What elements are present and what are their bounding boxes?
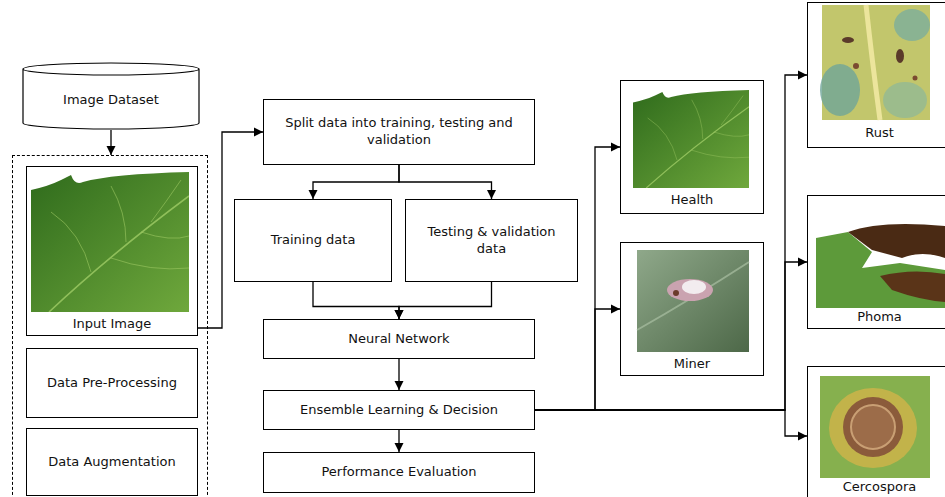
- image-caption: Cercospora: [843, 479, 917, 496]
- arrow-connector: [398, 359, 399, 390]
- arrow-connector: [535, 262, 807, 410]
- process-box: Ensemble Learning & Decision: [263, 390, 535, 430]
- arrow-connector: [535, 75, 807, 410]
- image-caption: Miner: [674, 356, 710, 373]
- image-caption: Health: [671, 192, 714, 209]
- process-box: Neural Network: [263, 319, 535, 359]
- process-box: Performance Evaluation: [263, 452, 535, 493]
- arrow-connector: [399, 282, 492, 319]
- cylinder-outline: [23, 63, 199, 129]
- box-label: Testing & validation data: [414, 224, 569, 258]
- rust-spot: [896, 49, 904, 63]
- box-label: Training data: [271, 232, 356, 249]
- box-label: Data Pre-Processing: [47, 375, 177, 392]
- leaf-patch: [820, 64, 860, 116]
- box-label: Performance Evaluation: [321, 464, 476, 481]
- class-image-box: Rust: [807, 2, 945, 148]
- lesion-halo: [829, 388, 917, 468]
- database-cylinder: Image Dataset: [22, 62, 200, 130]
- arrow-connector: [110, 130, 111, 155]
- leaf-photo: [816, 206, 945, 308]
- cercospora-lesion: [843, 397, 903, 457]
- arrow-connector: [399, 165, 492, 199]
- cercospora-lesion: [851, 405, 895, 449]
- process-box: Split data into training, testing and va…: [263, 99, 535, 165]
- phoma-lesion: [880, 271, 945, 302]
- box-label: Image Dataset: [63, 92, 159, 109]
- arrow-connector: [313, 165, 399, 199]
- dashed-group: Input ImageData Pre-ProcessingData Augme…: [12, 155, 208, 497]
- box-label: Split data into training, testing and va…: [272, 115, 526, 149]
- mine-spot: [673, 290, 679, 296]
- class-image-box: Miner: [620, 242, 764, 376]
- class-image-box: Health: [620, 80, 764, 214]
- rust-spot: [913, 76, 918, 81]
- image-caption: Rust: [865, 125, 894, 142]
- image-caption: Input Image: [73, 316, 152, 333]
- leaf-photo: [31, 172, 189, 312]
- image-caption: Phoma: [857, 309, 902, 326]
- arrow-connector: [398, 430, 399, 452]
- box-label: Data Augmentation: [48, 454, 175, 471]
- mine-lesion: [667, 279, 713, 301]
- data-box: Training data: [234, 199, 392, 282]
- leaf-patch: [894, 9, 930, 41]
- process-box: Data Augmentation: [26, 428, 198, 496]
- leaf-photo: [633, 90, 749, 188]
- phoma-lesion: [848, 224, 945, 258]
- arrow-connector: [535, 309, 620, 410]
- class-image-box: Phoma: [807, 195, 945, 329]
- image-box: Input Image: [26, 166, 198, 336]
- arrow-connector: [313, 282, 399, 319]
- class-image-box: Cercospora: [807, 366, 945, 497]
- leaf-photo: [637, 250, 749, 352]
- rust-spot: [842, 37, 854, 43]
- leaf-vein: [637, 262, 749, 330]
- box-label: Neural Network: [348, 331, 449, 348]
- mine-lesion: [682, 280, 706, 294]
- leaf-photo: [820, 376, 930, 478]
- leaf-patch: [883, 82, 927, 118]
- arrow-connector: [535, 410, 807, 436]
- data-box: Testing & validation data: [405, 199, 578, 282]
- box-label: Ensemble Learning & Decision: [300, 402, 498, 419]
- process-box: Data Pre-Processing: [26, 348, 198, 418]
- leaf-vein: [866, 5, 880, 120]
- rust-spot: [853, 63, 859, 69]
